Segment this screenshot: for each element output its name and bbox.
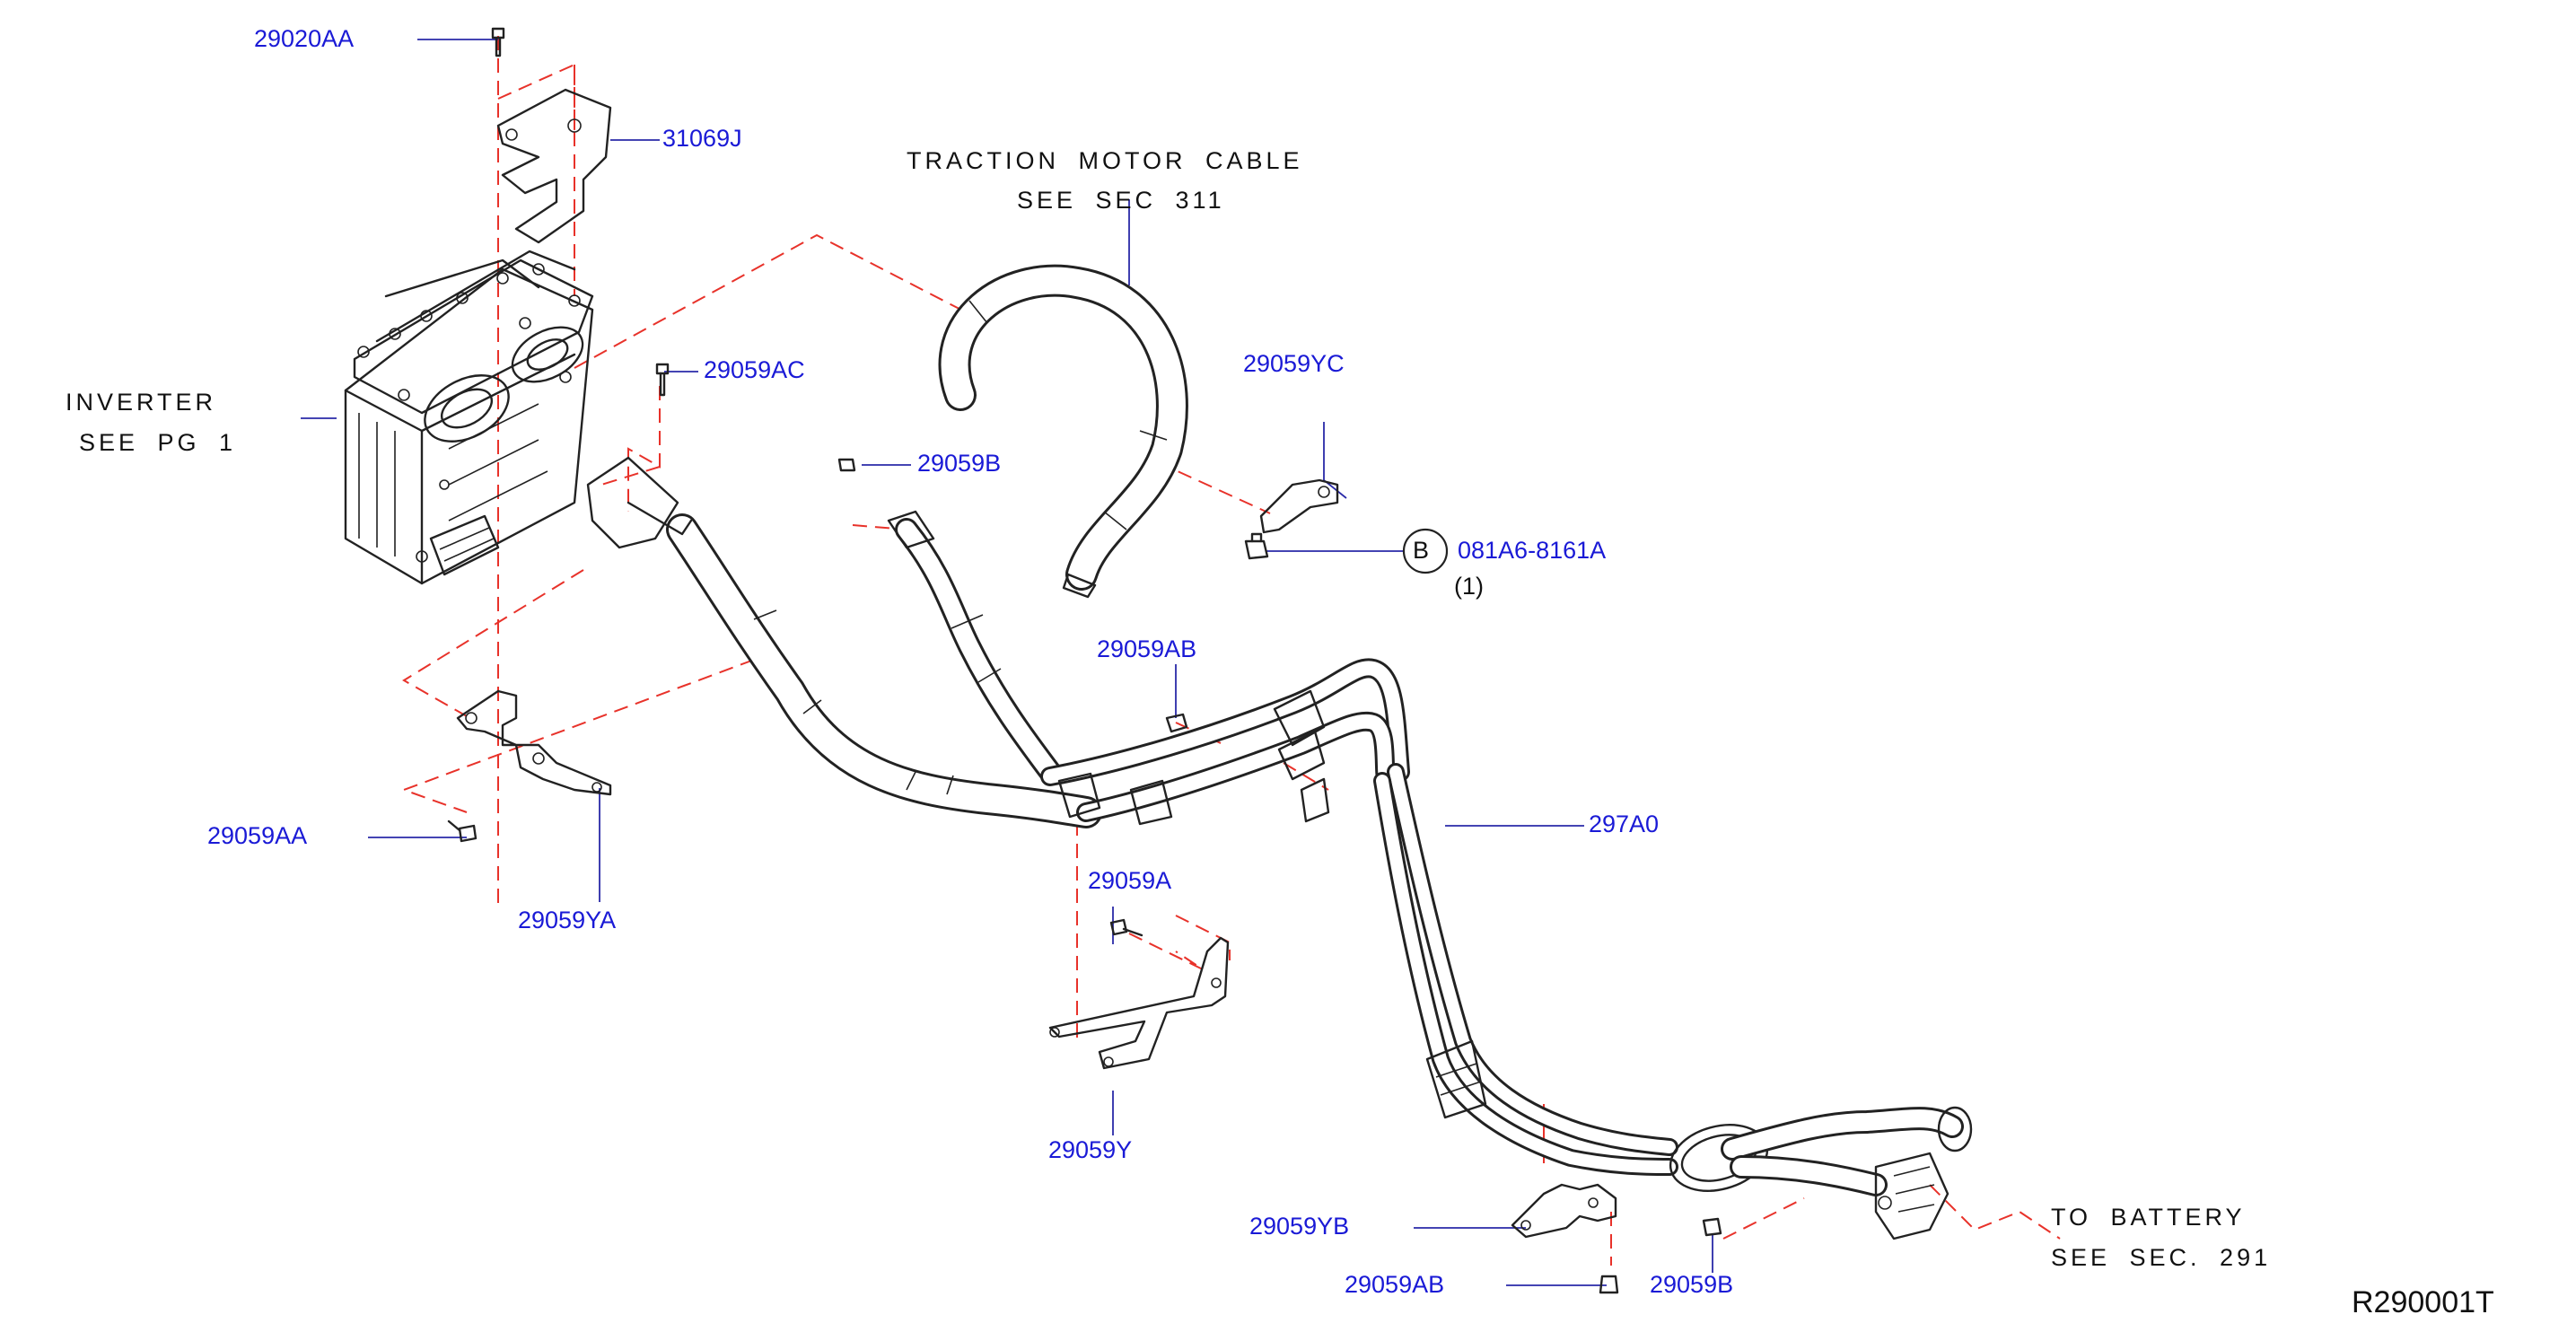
callout-29059YB: 29059YB (1249, 1213, 1350, 1240)
callout-29059AC: 29059AC (704, 356, 805, 383)
note-inverter-line1: INVERTER (66, 389, 217, 416)
bolt-29059A (1109, 918, 1143, 937)
callout-29020AA: 29020AA (254, 25, 355, 52)
callout-297A0: 297A0 (1589, 811, 1660, 837)
bracket-29059Y (1048, 936, 1230, 1070)
inverter-assembly (344, 250, 594, 585)
callout-081A6-8161A: 081A6-8161A (1458, 537, 1607, 564)
callout-29059A: 29059A (1088, 867, 1172, 894)
note-battery-line2: SEE SEC. 291 (2051, 1244, 2272, 1271)
traction-motor-cable (938, 264, 1188, 599)
callout-29059AB-top: 29059AB (1097, 635, 1197, 662)
leader-lines (301, 39, 1713, 1286)
harness-297A0 (586, 456, 1973, 1240)
bolt-29020AA (491, 27, 505, 57)
bracket-29059YA (456, 689, 612, 796)
bolt-29059AB-top (1165, 713, 1188, 733)
callout-31069J: 31069J (662, 125, 742, 152)
callout-29059B-top: 29059B (917, 450, 1002, 477)
bolt-081A6 (1244, 532, 1269, 560)
bolt-29059AA (447, 819, 478, 843)
bracket-31069J (496, 88, 612, 244)
note-inverter-line2: SEE PG 1 (79, 429, 237, 456)
callout-29059B-bottom: 29059B (1650, 1271, 1734, 1298)
bracket-29059YB (1511, 1183, 1617, 1239)
note-battery-line1: TO BATTERY (2051, 1204, 2246, 1231)
phantom-lines (401, 36, 2061, 1266)
b-marker-circle (1402, 528, 1449, 574)
note-traction-line2: SEE SEC 311 (1017, 187, 1225, 214)
b-marker: B (1413, 537, 1430, 564)
callout-29059AB-bottom: 29059AB (1345, 1271, 1445, 1298)
callout-29059Y: 29059Y (1048, 1136, 1133, 1163)
callout-29059YC: 29059YC (1243, 350, 1345, 377)
note-traction-line1: TRACTION MOTOR CABLE (907, 147, 1303, 174)
callout-29059YA: 29059YA (518, 907, 617, 933)
callout-081A6-qty: (1) (1454, 573, 1484, 600)
bolt-29059B-top (837, 458, 856, 472)
bracket-29059YC (1259, 478, 1339, 534)
bolt-29059AC (655, 363, 670, 397)
bolt-29059B-bottom (1702, 1217, 1722, 1237)
bolt-29059AB-bottom (1599, 1275, 1619, 1294)
drawing-code: R290001T (2352, 1285, 2494, 1319)
callout-29059AA: 29059AA (207, 822, 308, 849)
